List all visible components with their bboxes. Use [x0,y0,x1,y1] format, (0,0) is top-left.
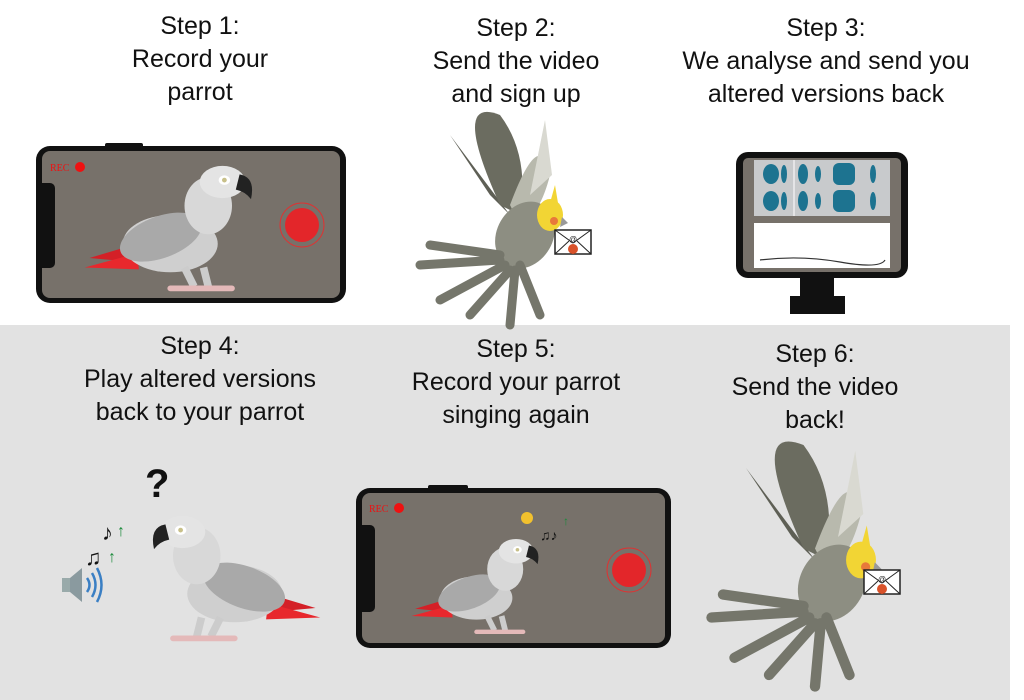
step-1-title: Step 1: Record your parrot [20,10,380,109]
question-mark: ? [145,462,169,506]
step-6-text-line-1: Send the video [731,373,899,401]
step-1-phone: REC ♫♪ [36,143,346,303]
computer-monitor-icon [736,152,908,314]
step-4-title: Step 4: Play altered versions back to yo… [20,330,380,429]
step-2-text-line-1: Send the video [432,47,600,75]
step-3-heading: Step 3: [786,14,866,42]
svg-text:↑: ↑ [117,523,125,540]
cockatiel-flying-back [712,441,882,686]
step-2-title: Step 2: Send the video and sign up [336,12,696,111]
record-button-icon [285,208,319,242]
step-3-title: Step 3: We analyse and send you altered … [646,12,1006,111]
spectrogram-display [754,223,890,268]
at-symbol: @ [569,235,577,244]
step-5-phone: REC ♫♪ ↑ [356,485,671,648]
cockatiel-flying [420,112,568,325]
svg-text:♫: ♫ [85,545,102,570]
step-5-heading: Step 5: [476,335,556,363]
step-6-text-line-2: back! [785,406,845,434]
record-button-ring [606,547,652,593]
record-button-ring [279,202,325,248]
step-5-text-line-1: Record your parrot [411,368,621,396]
step-4-text-line-1: Play altered versions [83,365,317,393]
record-button-icon [612,553,646,587]
rec-dot-icon [394,503,404,513]
step-5-text-line-2: singing again [442,401,590,429]
svg-text:♪: ♪ [102,520,113,545]
music-notes-icon: ♫♪ [540,527,558,543]
grey-parrot-listening [153,516,320,639]
step-3-text-line-1: We analyse and send you [682,47,970,75]
rec-label: REC [369,504,389,515]
phone-notch [357,525,375,612]
step-1-text-line-1: Record your [131,45,269,73]
step-6-title: Step 6: Send the video back! [635,338,995,437]
phone-notch [37,183,55,268]
lightbulb-icon [521,512,533,524]
step-4-text-line-2: back to your parrot [95,398,305,426]
up-arrow-icon: ↑ [563,514,569,528]
step-1-text-line-2: parrot [167,78,233,106]
step-6-heading: Step 6: [775,340,855,368]
step-2-text-line-2: and sign up [451,80,581,108]
altered-music-notes-icon: ♫ ♪ ↑ ↑ [85,520,125,570]
speaker-icon [62,567,103,603]
svg-text:↑: ↑ [108,549,116,566]
rec-label: REC [50,163,70,174]
step-5-title: Step 5: Record your parrot singing again [336,333,696,432]
step-2-heading: Step 2: [476,14,556,42]
envelope-icon: @ [554,229,592,255]
step-4-heading: Step 4: [160,332,240,360]
step-1-heading: Step 1: [160,12,240,40]
at-symbol: @ [878,575,886,584]
step-3-text-line-2: altered versions back [707,80,945,108]
envelope-icon: @ [863,569,901,595]
rec-dot-icon [75,162,85,172]
